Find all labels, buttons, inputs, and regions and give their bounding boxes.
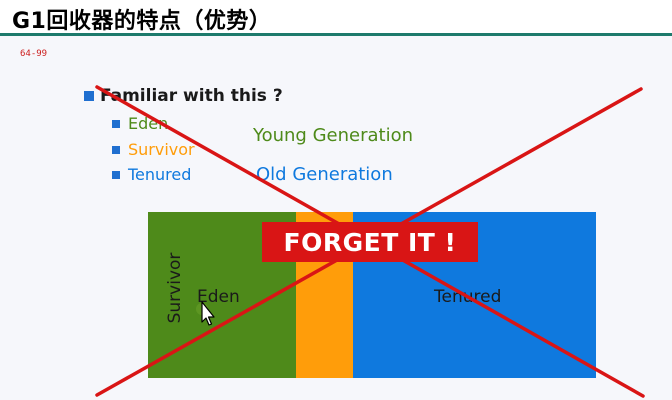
main-bullet: Familiar with this ? [84, 86, 283, 106]
old-generation-label: Old Generation [256, 164, 393, 185]
page-number: 64-99 [20, 49, 48, 59]
forget-it-stamp: FORGET IT ! [262, 222, 478, 262]
survivor-region-label: Survivor [165, 252, 185, 324]
bullet-square-icon [112, 170, 120, 179]
young-generation-label: Young Generation [253, 125, 413, 146]
tenured-region-label: Tenured [434, 287, 502, 307]
list-item-label: Survivor [128, 140, 195, 159]
list-item-eden: Eden [112, 114, 168, 133]
list-item-label: Tenured [128, 165, 192, 184]
main-bullet-text: Familiar with this ? [100, 86, 283, 106]
bullet-square-icon [84, 91, 94, 101]
move-cursor-icon [196, 301, 215, 326]
header-bar: G1回收器的特点（优势） [0, 0, 672, 36]
bullet-square-icon [112, 145, 120, 154]
list-item-survivor: Survivor [112, 140, 195, 159]
slide-title: G1回收器的特点（优势） [12, 9, 272, 34]
list-item-label: Eden [128, 114, 169, 133]
list-item-tenured: Tenured [112, 165, 191, 184]
bullet-square-icon [112, 119, 120, 128]
